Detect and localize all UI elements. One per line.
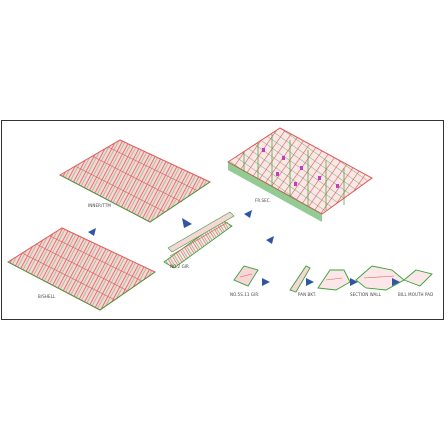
label-small-1: NO.5S.11 GIR. (230, 292, 260, 297)
small-part-mouth-pad (355, 265, 433, 291)
label-small-4: BILL MOUTH PAD (398, 292, 434, 297)
arrow-icon (262, 278, 270, 286)
label-deck-bottom: B/SHELL (38, 294, 56, 299)
arrow-icon (306, 278, 314, 286)
label-small-3: SECTION WALL (350, 292, 382, 297)
arrow-icon (182, 218, 192, 228)
small-part-floor (233, 265, 259, 287)
bottom-shell-block (6, 227, 156, 311)
label-small-2: PAN BKT. (298, 292, 317, 297)
flow-arrows (88, 210, 400, 286)
arrow-icon (350, 278, 358, 286)
girder-block (163, 211, 235, 269)
label-section: FR.SEC. (255, 198, 272, 203)
arrow-icon (392, 278, 400, 286)
arrow-icon (266, 236, 274, 244)
label-girder: NO.2 GIR. (170, 264, 191, 269)
inner-bottom-deck-block (58, 139, 212, 223)
frame-section-block (227, 127, 373, 222)
small-part-bracket (289, 265, 311, 293)
arrow-icon (88, 228, 96, 236)
label-deck-top: INNER/TTM (88, 203, 111, 208)
arrow-icon (244, 210, 252, 218)
small-part-section-wall (317, 269, 351, 291)
